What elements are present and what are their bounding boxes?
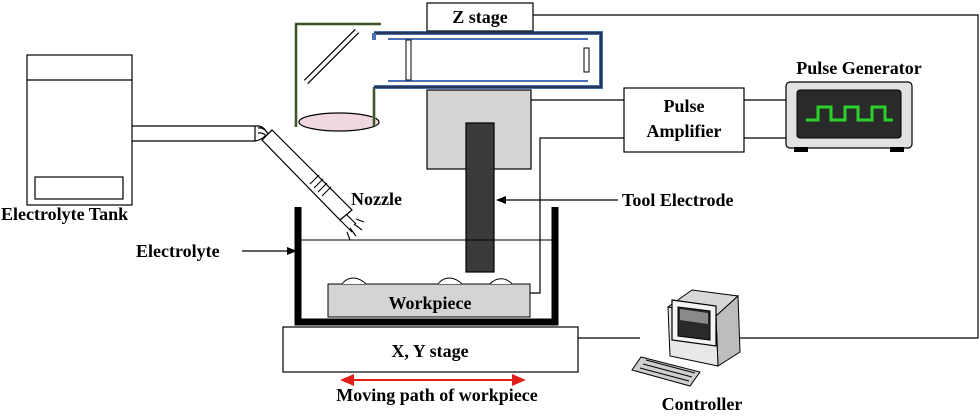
optics-head bbox=[294, 22, 603, 132]
work-tank bbox=[294, 207, 559, 326]
pulse-generator-label: Pulse Generator bbox=[796, 58, 921, 78]
tool-electrode bbox=[465, 122, 495, 273]
pulse-amplifier-label-line1: Pulse bbox=[663, 96, 704, 116]
workpiece-label: Workpiece bbox=[389, 293, 472, 313]
electrolyte-tank-label: Electrolyte Tank bbox=[1, 204, 128, 224]
oscilloscope-icon bbox=[785, 81, 913, 152]
electrolyte-tank bbox=[26, 54, 133, 206]
desktop-computer-icon bbox=[631, 289, 741, 387]
tool-electrode-label: Tool Electrode bbox=[622, 190, 734, 210]
nozzle bbox=[261, 129, 365, 241]
supply-pipe bbox=[132, 125, 269, 142]
xy-stage-label: X, Y stage bbox=[391, 341, 468, 361]
nozzle-label: Nozzle bbox=[351, 189, 402, 209]
moving-path-label: Moving path of workpiece bbox=[336, 385, 538, 405]
pulse-amplifier-label-line2: Amplifier bbox=[647, 121, 722, 141]
z-stage-label: Z stage bbox=[452, 7, 508, 27]
moving-path-arrow bbox=[340, 374, 526, 386]
z-stage: Z stage bbox=[426, 2, 534, 32]
electrolyte-label: Electrolyte bbox=[136, 241, 220, 261]
xy-stage: X, Y stage bbox=[282, 326, 579, 373]
pulse-amplifier: Pulse Amplifier bbox=[623, 87, 745, 153]
controller-label: Controller bbox=[662, 394, 743, 414]
